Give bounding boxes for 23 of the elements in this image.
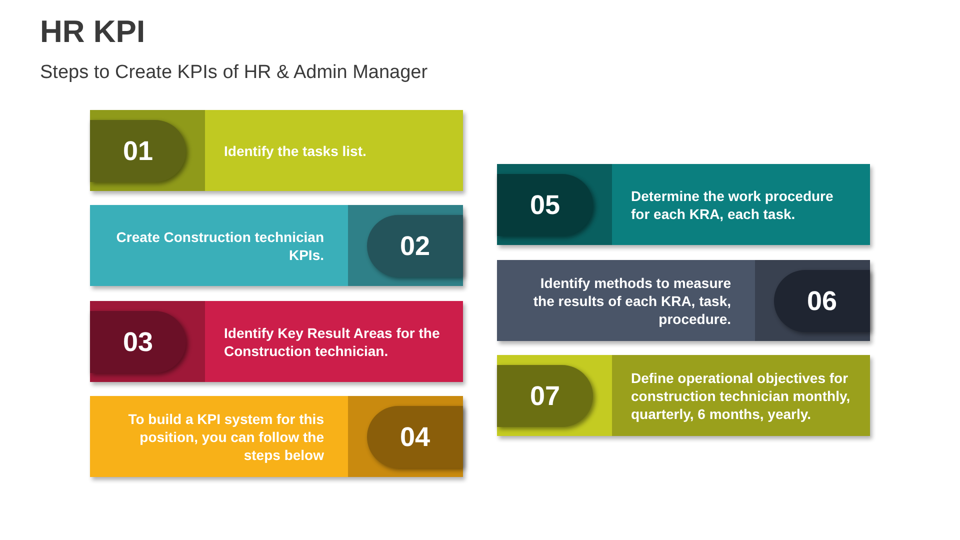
step-number: 01 [90, 120, 186, 182]
step-text: Identify methods to measure the results of each KRA, task, procedure. [532, 274, 731, 329]
subtitle: Steps to Create KPIs of HR & Admin Manager [40, 62, 428, 84]
step-bar [90, 396, 463, 477]
step-number: 02 [367, 215, 463, 277]
step-text: Identify Key Result Areas for the Construction technician. [224, 324, 441, 360]
step-bar [497, 260, 870, 341]
step-number: 07 [497, 365, 593, 427]
step-text: To build a KPI system for this position, you can follow the steps below [127, 410, 324, 465]
step-text: Determine the work procedure for each KRA, each task. [631, 186, 834, 224]
step-bar [90, 301, 463, 382]
step-bar [90, 110, 463, 191]
step-number: 03 [90, 311, 186, 373]
step-number: 06 [774, 270, 870, 332]
step-number: 04 [367, 406, 463, 468]
step-bar [497, 355, 870, 436]
step-bar [497, 164, 870, 245]
step-text: Define operational objectives for construction technician monthly, quarterly, 6 months, yearly. [631, 368, 852, 424]
step-text: Identify the tasks list. [224, 142, 368, 161]
step-bar [90, 205, 463, 286]
slide-title: HR KPI [40, 14, 146, 50]
step-number: 05 [497, 174, 593, 236]
step-text: Create Construction technician KPIs. [115, 228, 324, 264]
